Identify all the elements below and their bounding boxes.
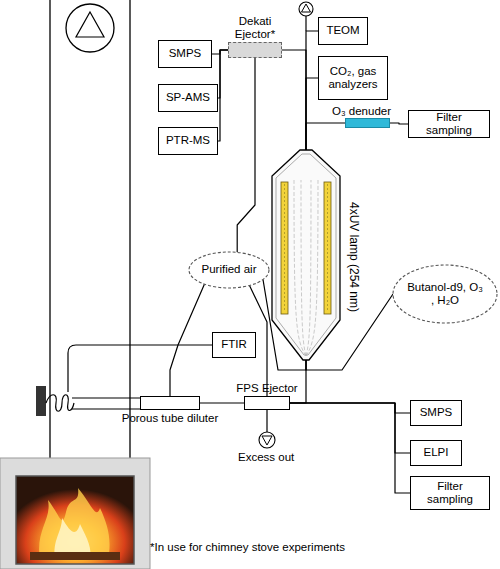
flow-line <box>237 58 255 252</box>
node-text: TEOM <box>319 18 367 44</box>
flame <box>39 488 109 560</box>
diluter-box: Porous tube diluter <box>140 396 200 410</box>
flow-line <box>290 403 410 453</box>
flow-line <box>290 403 410 413</box>
exhaust-line <box>305 16 306 31</box>
instrument-box: PTR-MS <box>158 127 218 155</box>
node-text: FTIR <box>213 333 255 357</box>
flow-line <box>306 31 318 150</box>
pump-triangle <box>302 4 311 12</box>
flow-line <box>200 402 244 403</box>
sampling-probe <box>36 386 46 416</box>
node-text: 4xUV lamp (254 nm) <box>346 202 360 312</box>
footnote: *In use for chimney stove experiments <box>150 541 345 553</box>
node-text: Filter sampling <box>411 477 489 509</box>
sample-tube <box>72 408 140 409</box>
instrument-box: Filter sampling <box>408 110 490 138</box>
node-text: ELPI <box>411 441 461 465</box>
supply-ellipse: Butanol-d9, O₃ , H₂O <box>392 264 498 324</box>
node-text: CO₂, gas analyzers <box>319 57 387 99</box>
flow-line <box>290 403 410 493</box>
firewood <box>30 552 120 560</box>
ftir-line <box>68 345 212 392</box>
pump-symbol <box>259 432 275 448</box>
stove-body <box>0 458 150 569</box>
denuder-bar: O₃ denuder <box>345 118 390 128</box>
node-text: SMPS <box>159 41 211 67</box>
node-text: SP-AMS <box>159 85 217 111</box>
flow-line <box>170 284 204 396</box>
chimney-wall <box>129 0 130 458</box>
node-text: Purified air <box>188 251 270 289</box>
flow-reactor: 4xUV lamp (254 nm) <box>272 150 340 360</box>
instrument-box: FTIR <box>212 332 256 358</box>
instrument-box: Filter sampling <box>410 476 490 510</box>
flow-line <box>306 78 318 150</box>
chimney-wall <box>49 0 50 458</box>
node-text: FPS Ejector <box>236 382 297 395</box>
node-text: Butanol-d9, O₃ , H₂O <box>392 264 498 324</box>
fan-symbol <box>66 4 114 52</box>
flow-line <box>390 123 408 124</box>
node-text: Porous tube diluter <box>122 412 219 425</box>
outlet-label: Excess out <box>238 451 294 463</box>
node-text: Filter sampling <box>409 111 489 137</box>
flow-line <box>218 50 228 141</box>
probe-coil <box>46 395 74 412</box>
flow-line <box>290 360 306 403</box>
instrument-box: ELPI <box>410 440 462 466</box>
instrument-box: SMPS <box>158 40 212 68</box>
reactor-outline <box>272 150 340 360</box>
instrument-box: SMPS <box>410 400 462 426</box>
instrument-box: TEOM <box>318 17 368 45</box>
node-text: Dekati Ejector* <box>223 15 287 41</box>
node-text: O₃ denuder <box>332 105 391 118</box>
sample-tube <box>72 397 140 398</box>
instrument-box: SP-AMS <box>158 84 218 112</box>
ejector-box: Dekati Ejector* <box>228 42 282 58</box>
ejector-box: FPS Ejector <box>244 396 290 410</box>
flow-line <box>282 50 306 150</box>
pump-triangle <box>262 436 272 445</box>
flow-line <box>306 123 345 150</box>
excess-line <box>266 410 267 432</box>
pump-symbol <box>299 2 313 16</box>
supply-ellipse: Purified air <box>188 251 270 289</box>
node-text: SMPS <box>411 401 461 425</box>
node-text: PTR-MS <box>159 128 217 154</box>
instrument-box: CO₂, gas analyzers <box>318 56 388 100</box>
fan-triangle <box>76 12 104 37</box>
stove-window <box>16 476 134 564</box>
